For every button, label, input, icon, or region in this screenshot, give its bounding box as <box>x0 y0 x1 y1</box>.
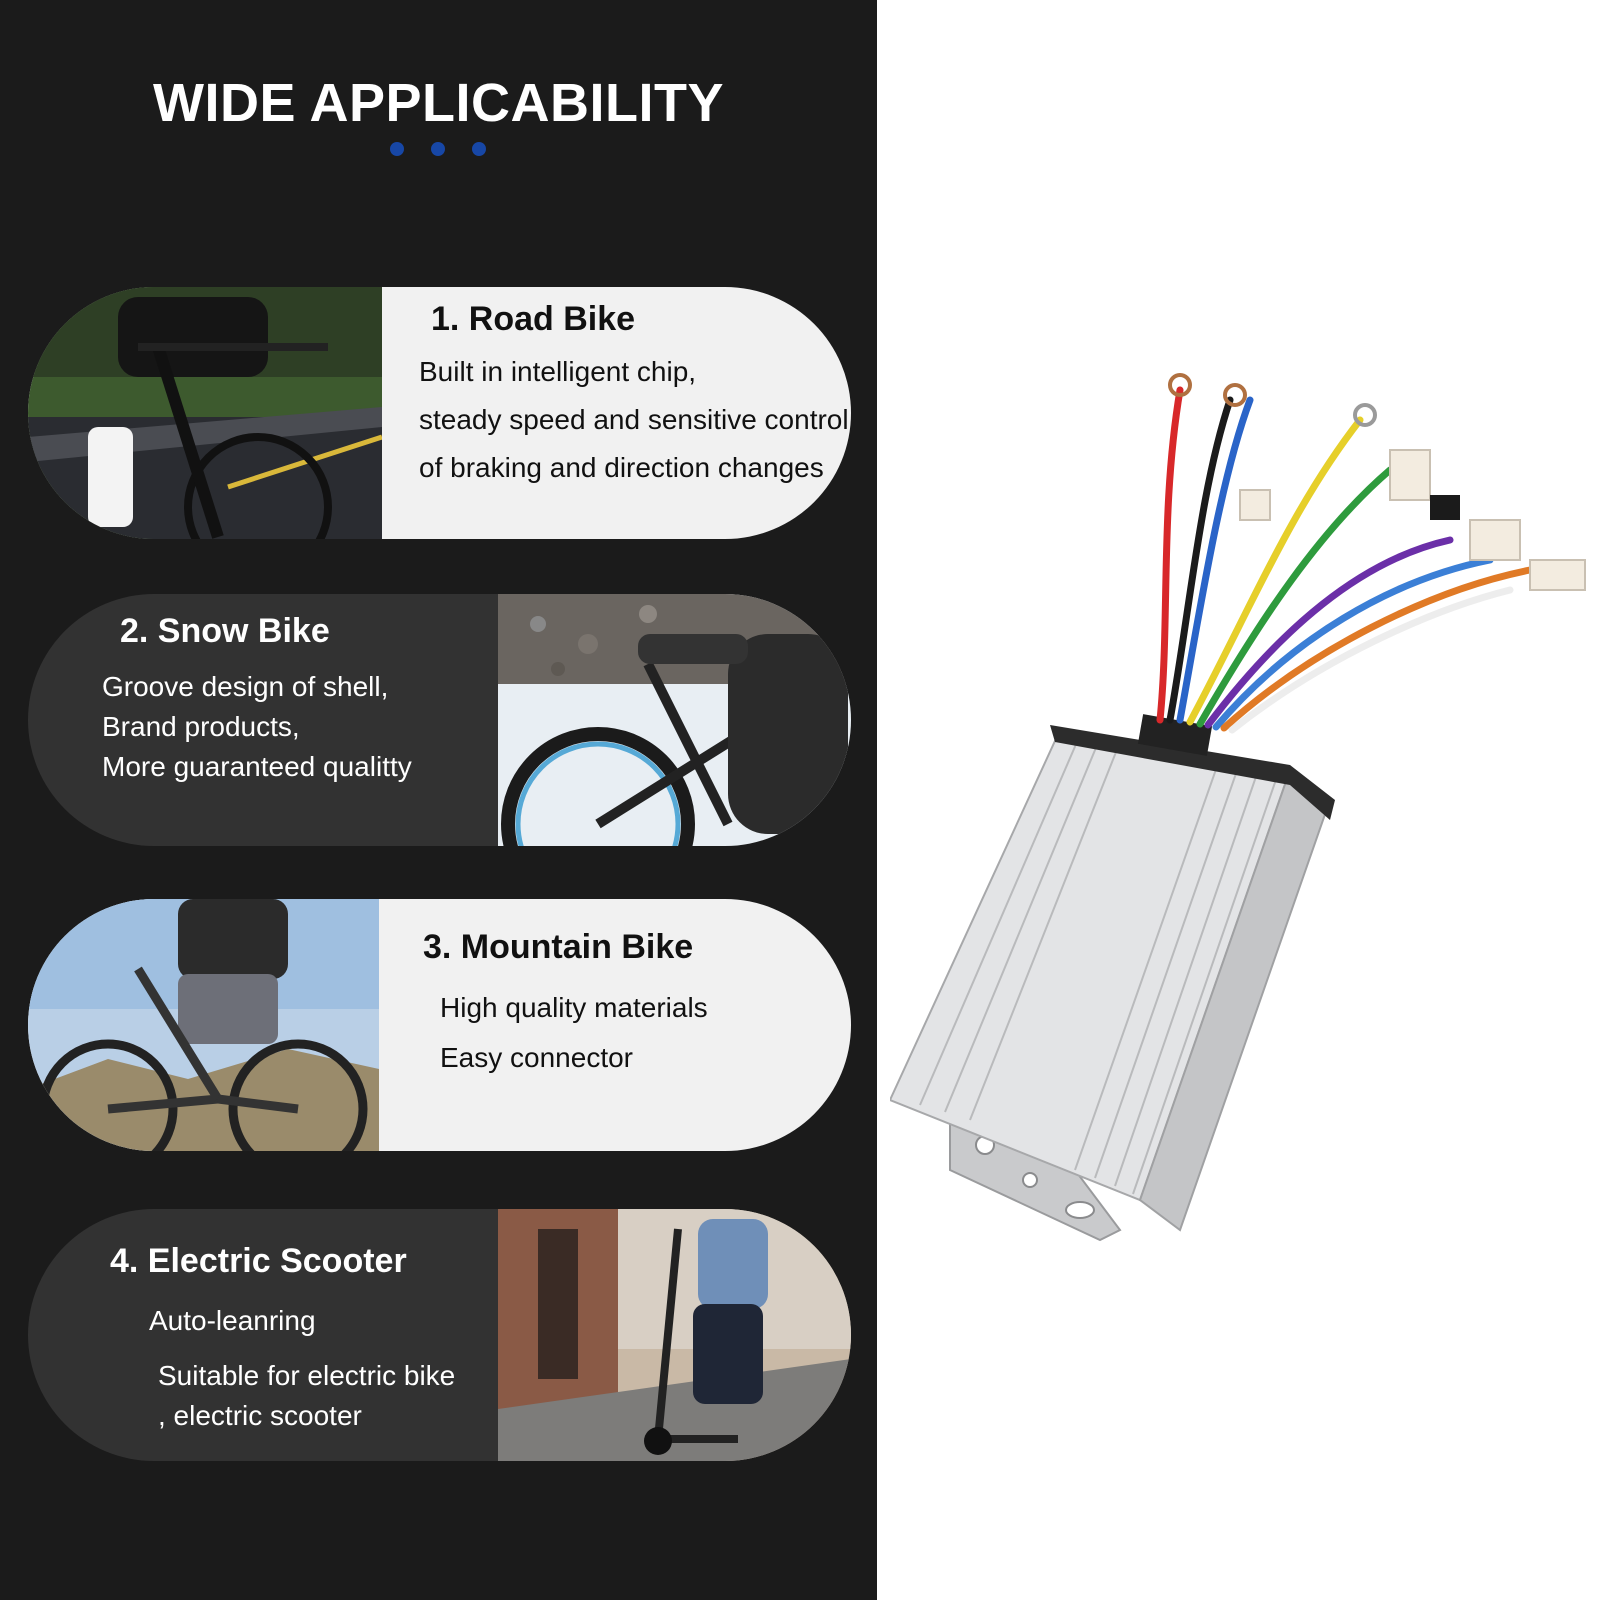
card-line: Easy connector <box>440 1042 633 1073</box>
card-line: High quality materials <box>440 992 708 1023</box>
card-line: , electric scooter <box>158 1400 362 1431</box>
card-line: Groove design of shell, <box>102 671 389 702</box>
card-line: Brand products, <box>102 711 300 742</box>
page-heading: WIDE APPLICABILITY <box>153 73 724 133</box>
electric-scooter-photo <box>498 1209 851 1461</box>
dot-1 <box>390 142 404 156</box>
card-title: 2. Snow Bike <box>120 612 330 650</box>
dot-3 <box>472 142 486 156</box>
left-panel: WIDE APPLICABILITY 1. Road Bike Built in <box>0 0 877 1600</box>
card-title: 3. Mountain Bike <box>423 928 694 966</box>
card-electric-scooter-text: 4. Electric Scooter Auto-leanring Suitab… <box>28 1209 498 1461</box>
card-line: Auto-leanring <box>149 1305 316 1336</box>
card-road-bike-text: 1. Road Bike Built in intelligent chip, … <box>382 287 851 539</box>
card-line: More guaranteed qualitty <box>102 751 412 782</box>
heading-dots <box>390 142 486 156</box>
card-line: of braking and direction changes <box>419 452 824 483</box>
card-title: 4. Electric Scooter <box>110 1242 407 1280</box>
mountain-bike-photo <box>28 899 379 1151</box>
card-snow-bike-text: 2. Snow Bike Groove design of shell, Bra… <box>28 594 498 846</box>
motor-controller-photo <box>890 360 1600 1260</box>
card-line: Built in intelligent chip, <box>419 356 697 387</box>
card-line: steady speed and sensitive control <box>419 404 849 435</box>
card-title: 1. Road Bike <box>431 300 636 338</box>
card-line: Suitable for electric bike <box>158 1360 456 1391</box>
card-mountain-bike-text: 3. Mountain Bike High quality materials … <box>379 899 851 1151</box>
card-mountain-bike: 3. Mountain Bike High quality materials … <box>28 899 851 1151</box>
road-bike-photo <box>28 287 382 539</box>
snow-bike-photo <box>498 594 851 846</box>
card-road-bike: 1. Road Bike Built in intelligent chip, … <box>28 287 851 539</box>
card-snow-bike: 2. Snow Bike Groove design of shell, Bra… <box>28 594 851 846</box>
card-electric-scooter: 4. Electric Scooter Auto-leanring Suitab… <box>28 1209 851 1461</box>
dot-2 <box>431 142 445 156</box>
